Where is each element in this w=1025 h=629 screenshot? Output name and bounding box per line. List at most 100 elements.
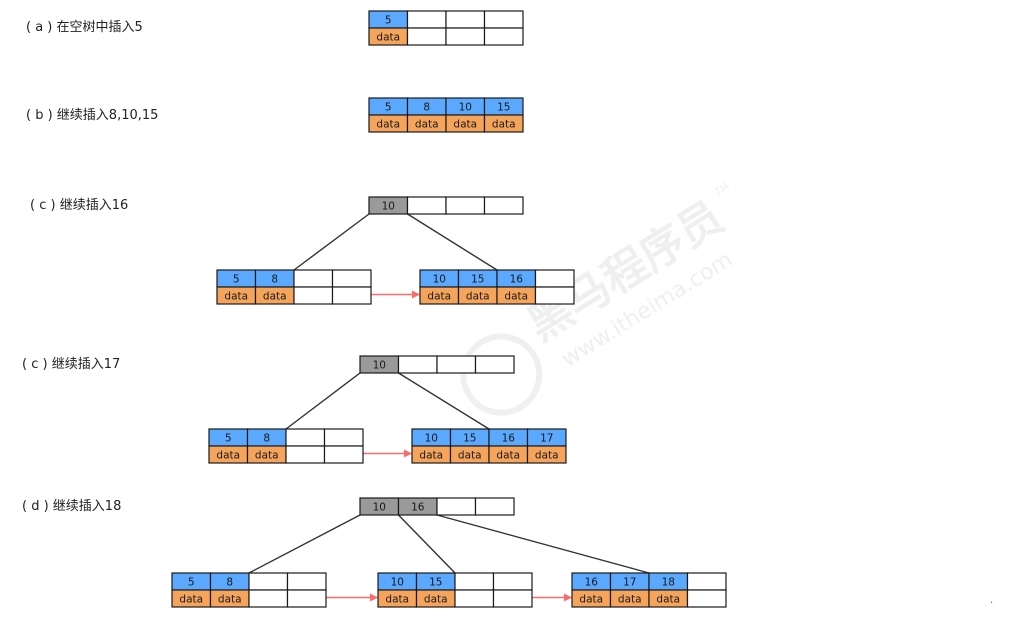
step-label-b: ( b ) 继续插入8,10,15 [26, 108, 159, 123]
leaf-data-label: data [579, 594, 603, 606]
tree-edge [285, 372, 361, 430]
leaf-key-label: 15 [429, 577, 442, 589]
leaf-key-label: 5 [385, 102, 392, 114]
corner-mark: · [990, 598, 993, 609]
internal-empty-cell [436, 497, 477, 516]
internal-empty-cell [436, 355, 477, 374]
leaf-data-cell [526, 445, 567, 464]
leaf-data-label: data [618, 594, 642, 606]
leaf-empty-data-cell [286, 589, 327, 608]
leaf-empty-key-cell [293, 269, 334, 288]
leaf-key-label: 10 [391, 577, 404, 589]
step-label-c1: ( c ) 继续插入16 [30, 198, 129, 213]
leaf-key-label: 10 [459, 102, 472, 114]
leaf-data-label: data [466, 291, 490, 303]
internal-empty-cell [483, 196, 524, 215]
leaf-key-label: 8 [423, 102, 430, 114]
internal-key-label: 10 [373, 360, 386, 372]
tree-edge [407, 213, 498, 271]
leaf-key-label: 8 [226, 577, 233, 589]
leaf-empty-key-cell [248, 572, 289, 591]
leaf-empty-data-cell [534, 286, 575, 305]
leaf-key-label: 10 [425, 433, 438, 445]
leaf-empty-data-cell [323, 445, 364, 464]
internal-empty-cell [406, 196, 447, 215]
leaf-data-label: data [453, 119, 477, 131]
leaf-empty-key-cell [323, 428, 364, 447]
leaf-key-label: 5 [225, 433, 232, 445]
tree-step-1: 5 data 8 data 10 data 15 data [368, 97, 524, 133]
leaf-data-label: data [424, 594, 448, 606]
internal-key-label: 10 [373, 502, 386, 514]
leaf-data-label: data [535, 450, 559, 462]
leaf-key-label: 16 [510, 274, 524, 286]
leaf-empty-data-cell [492, 589, 533, 608]
leaf-key-label: 16 [585, 577, 599, 589]
internal-empty-cell [474, 497, 515, 516]
leaf-key-label: 17 [540, 433, 553, 445]
leaf-data-label: data [415, 119, 439, 131]
leaf-empty-key-cell [406, 10, 447, 29]
step-label-d: ( d ) 继续插入18 [22, 499, 122, 514]
internal-empty-cell [474, 355, 515, 374]
leaf-empty-key-cell [285, 428, 326, 447]
leaf-data-label: data [376, 32, 400, 44]
leaf-data-label: data [458, 450, 482, 462]
leaf-data-label: data [492, 119, 516, 131]
leaf-data-label: data [216, 450, 240, 462]
internal-key-label: 16 [411, 502, 425, 514]
tree-edge [248, 514, 361, 574]
leaf-data-label: data [224, 291, 248, 303]
leaf-empty-key-cell [454, 572, 495, 591]
leaf-key-label: 10 [433, 274, 446, 286]
leaf-data-label: data [656, 594, 680, 606]
leaf-empty-key-cell [483, 10, 524, 29]
leaf-data-label: data [376, 119, 400, 131]
step-label-c2: ( c ) 继续插入17 [22, 357, 121, 372]
leaf-data-label: data [179, 594, 203, 606]
step-label-a: ( a ) 在空树中插入5 [26, 20, 143, 35]
leaf-empty-data-cell [445, 27, 486, 46]
leaf-data-label: data [255, 450, 279, 462]
watermark-tm: TM [712, 181, 731, 199]
internal-empty-cell [445, 196, 486, 215]
leaf-key-label: 5 [188, 577, 195, 589]
leaf-data-label: data [385, 594, 409, 606]
leaf-key-label: 5 [233, 274, 240, 286]
leaf-data-label: data [419, 450, 443, 462]
trees-layer: 5 data 5 data 8 data 10 data 15 data 10 5 data 8 data 1… [171, 10, 727, 608]
leaf-empty-data-cell [686, 589, 727, 608]
leaf-empty-data-cell [331, 286, 372, 305]
leaf-key-label: 5 [385, 15, 392, 27]
leaf-key-label: 17 [623, 577, 636, 589]
leaf-key-label: 15 [463, 433, 476, 445]
watermark-logo-icon [460, 333, 543, 416]
internal-empty-cell [397, 355, 438, 374]
leaf-key-label: 18 [662, 577, 675, 589]
leaf-data-cell [483, 114, 524, 133]
leaf-data-label: data [496, 450, 520, 462]
tree-edge [398, 372, 490, 430]
leaf-data-label: data [263, 291, 287, 303]
leaf-empty-data-cell [285, 445, 326, 464]
leaf-key-label: 8 [271, 274, 278, 286]
tree-step-0: 5 data [368, 10, 524, 46]
tree-edge [397, 514, 456, 574]
leaf-data-label: data [504, 291, 528, 303]
leaf-key-label: 16 [502, 433, 516, 445]
leaf-empty-data-cell [406, 27, 447, 46]
leaf-empty-key-cell [286, 572, 327, 591]
leaf-empty-key-cell [492, 572, 533, 591]
leaf-key-label: 15 [497, 102, 510, 114]
tree-edge [293, 213, 370, 271]
internal-key-label: 10 [382, 201, 395, 213]
leaf-data-label: data [427, 291, 451, 303]
leaf-empty-data-cell [293, 286, 334, 305]
leaf-empty-key-cell [331, 269, 372, 288]
leaf-empty-data-cell [248, 589, 289, 608]
leaf-empty-key-cell [445, 10, 486, 29]
leaf-empty-data-cell [483, 27, 524, 46]
